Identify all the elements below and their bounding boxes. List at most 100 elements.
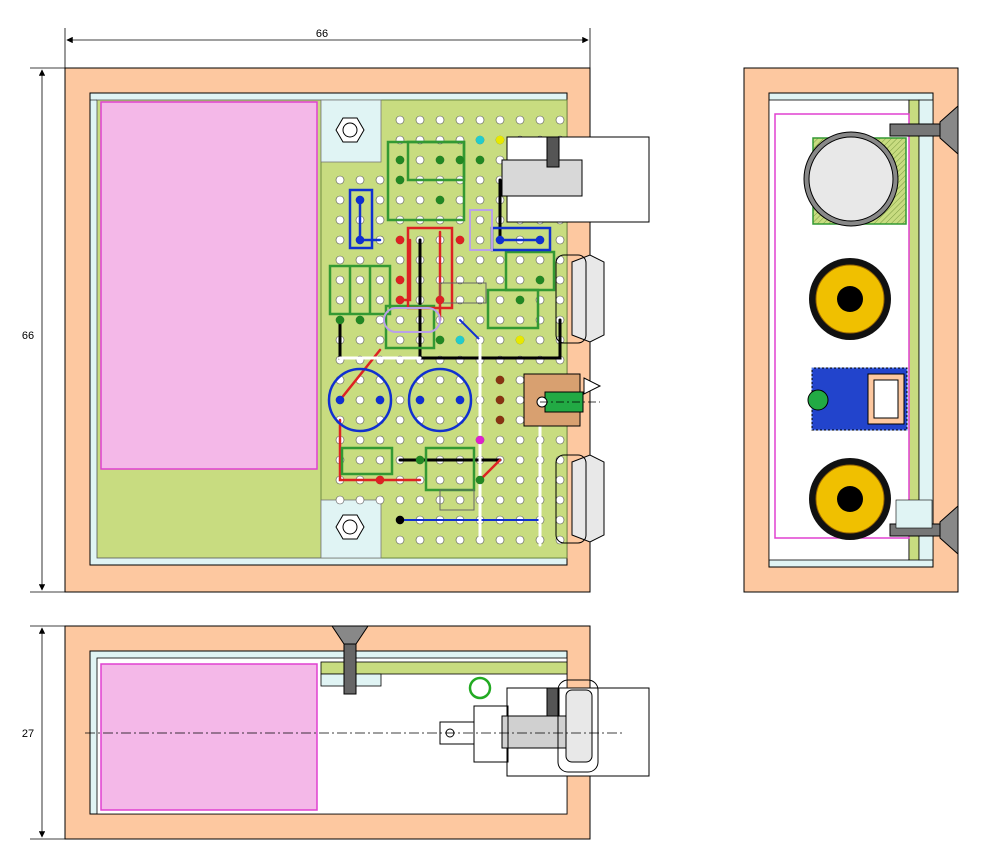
- board-hole: [455, 475, 465, 485]
- board-hole: [335, 215, 345, 225]
- capacitor: [327, 367, 393, 433]
- board-hole: [495, 495, 505, 505]
- board-hole: [395, 495, 405, 505]
- board-hole: [515, 115, 525, 125]
- board-hole: [355, 295, 365, 305]
- board-hole: [355, 435, 365, 445]
- board-hole: [375, 215, 385, 225]
- board-hole: [355, 275, 365, 285]
- solder-pad: [415, 455, 425, 465]
- side-view: [64, 625, 650, 840]
- solder-pad: [455, 395, 465, 405]
- board-hole: [455, 275, 465, 285]
- dimension-side-height: 27: [22, 625, 65, 840]
- board-hole: [555, 295, 565, 305]
- led-icon: [468, 676, 492, 700]
- board-hole: [415, 155, 425, 165]
- led-icon: [523, 373, 602, 427]
- board-hole: [495, 255, 505, 265]
- board-hole: [355, 455, 365, 465]
- solder-pad: [395, 175, 405, 185]
- dimension-top-width: 66: [64, 28, 591, 68]
- board-hole: [515, 495, 525, 505]
- board-hole: [475, 255, 485, 265]
- battery: [100, 101, 318, 470]
- board-hole: [555, 495, 565, 505]
- board-hole: [555, 515, 565, 525]
- board-hole: [495, 115, 505, 125]
- board-hole: [475, 235, 485, 245]
- board-hole: [495, 295, 505, 305]
- board-hole: [415, 195, 425, 205]
- dimension-side-label: 27: [22, 728, 34, 740]
- solder-pads: [335, 135, 545, 525]
- board-hole: [475, 115, 485, 125]
- solder-pad: [455, 235, 465, 245]
- board-hole: [375, 495, 385, 505]
- solder-pad: [395, 295, 405, 305]
- screw-icon: [335, 514, 365, 540]
- board-hole: [355, 395, 365, 405]
- potentiometer-icon: [501, 136, 650, 223]
- board-hole: [395, 115, 405, 125]
- board-hole: [435, 415, 445, 425]
- jack-socket-icon: [555, 454, 605, 544]
- potentiometer-icon: [803, 131, 899, 227]
- solder-pad: [395, 515, 405, 525]
- solder-pad: [335, 395, 345, 405]
- board-hole: [415, 115, 425, 125]
- wires: [338, 178, 562, 547]
- board-hole: [555, 255, 565, 265]
- solder-pad: [435, 155, 445, 165]
- board-hole: [555, 115, 565, 125]
- board-hole: [515, 415, 525, 425]
- board-hole: [355, 415, 365, 425]
- solder-pad: [535, 235, 545, 245]
- board-hole: [375, 175, 385, 185]
- solder-pad: [355, 195, 365, 205]
- top-view: [64, 67, 650, 593]
- board-hole: [415, 495, 425, 505]
- board-hole: [515, 535, 525, 545]
- board-hole: [535, 335, 545, 345]
- board-hole: [375, 435, 385, 445]
- board-hole: [375, 195, 385, 205]
- board-hole: [515, 275, 525, 285]
- board-hole: [515, 255, 525, 265]
- board-hole: [375, 295, 385, 305]
- board-hole: [355, 175, 365, 185]
- jack-socket-icon: [809, 258, 891, 340]
- board-hole: [495, 435, 505, 445]
- solder-pad: [355, 315, 365, 325]
- board-hole: [475, 215, 485, 225]
- solder-pad: [495, 415, 505, 425]
- solder-pad: [475, 435, 485, 445]
- board-hole: [415, 535, 425, 545]
- blue-component: [348, 188, 374, 250]
- board-hole: [495, 475, 505, 485]
- solder-pad: [355, 235, 365, 245]
- wire-red: [478, 458, 502, 482]
- board-hole: [375, 315, 385, 325]
- board-hole: [395, 535, 405, 545]
- board-hole: [375, 255, 385, 265]
- board-hole: [455, 495, 465, 505]
- board-hole: [335, 195, 345, 205]
- board-hole: [495, 535, 505, 545]
- board-hole: [535, 115, 545, 125]
- solder-pad: [395, 275, 405, 285]
- solder-pad: [435, 295, 445, 305]
- solder-pad: [435, 335, 445, 345]
- board-hole: [435, 535, 445, 545]
- dimension-width-label: 66: [316, 28, 328, 40]
- board-hole: [455, 435, 465, 445]
- solder-pad: [535, 275, 545, 285]
- board-hole: [455, 535, 465, 545]
- led-icon: [807, 389, 829, 411]
- solder-pad: [455, 155, 465, 165]
- board-hole: [555, 275, 565, 285]
- solder-pad: [455, 335, 465, 345]
- board-hole: [395, 435, 405, 445]
- solder-pad: [495, 375, 505, 385]
